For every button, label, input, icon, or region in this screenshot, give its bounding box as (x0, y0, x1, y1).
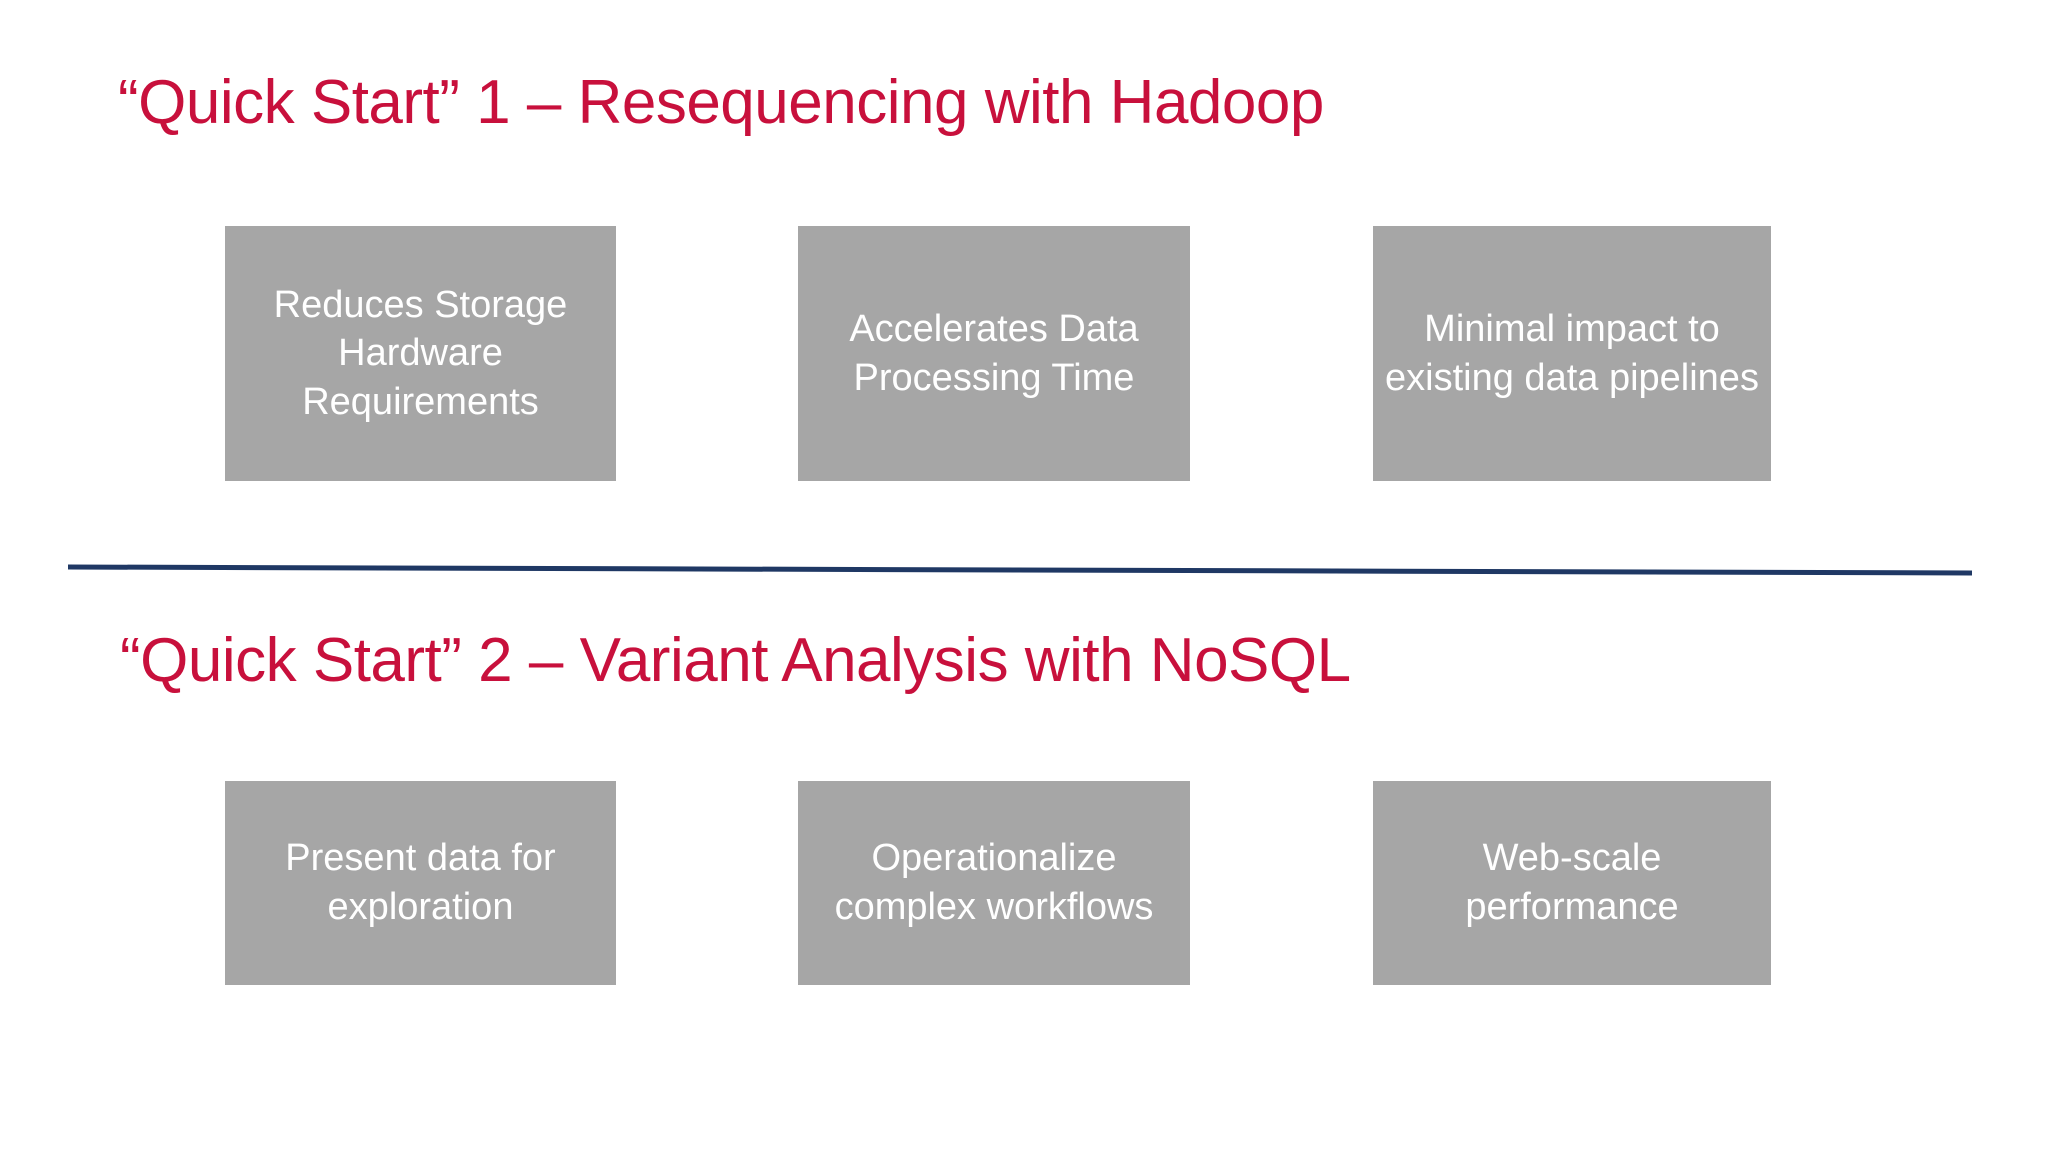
card-web-scale-performance[interactable]: Web-scale performance (1373, 781, 1771, 985)
section-divider-line (67, 564, 1973, 576)
card-minimal-impact-to-existing-data-pipelines[interactable]: Minimal impact to existing data pipeline… (1373, 226, 1771, 481)
card-label: Reduces Storage Hardware Requirements (273, 283, 568, 423)
card-label: Accelerates Data Processing Time (849, 307, 1139, 399)
card-label: Operationalize complex workflows (834, 837, 1154, 928)
card-reduces-storage-hardware-requirements[interactable]: Reduces Storage Hardware Requirements (225, 226, 616, 481)
card-label: Minimal impact to existing data pipeline… (1385, 307, 1759, 399)
card-label: Web-scale performance (1465, 837, 1679, 928)
card-label: Present data for exploration (285, 837, 556, 928)
card-present-data-for-exploration[interactable]: Present data for exploration (225, 781, 616, 985)
card-operationalize-complex-workflows[interactable]: Operationalize complex workflows (798, 781, 1190, 985)
section-title-quick-start-1: “Quick Start” 1 – Resequencing with Hado… (118, 68, 1324, 137)
section-title-quick-start-2: “Quick Start” 2 – Variant Analysis with … (120, 626, 1351, 695)
card-accelerates-data-processing-time[interactable]: Accelerates Data Processing Time (798, 226, 1190, 481)
